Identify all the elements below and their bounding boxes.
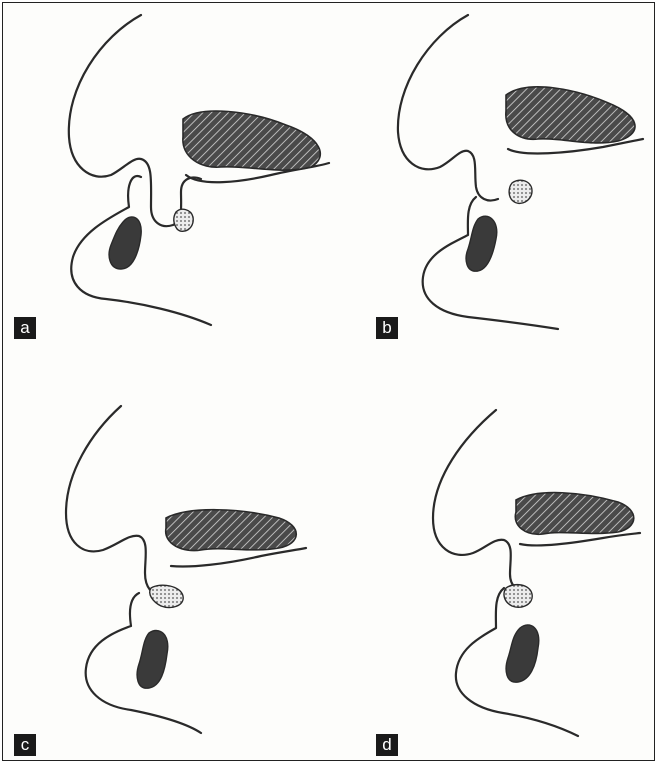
lower-lip-dark-region bbox=[506, 625, 539, 682]
tongue-hatched bbox=[515, 493, 633, 535]
lower-lip-dark-region bbox=[466, 216, 497, 271]
nose-and-face-outline bbox=[433, 410, 528, 591]
lower-lip-dark-region bbox=[109, 217, 141, 269]
lower-lip-and-chin-outline bbox=[71, 176, 211, 325]
upper-tooth-region bbox=[150, 585, 183, 607]
profile-drawing-a bbox=[11, 7, 331, 377]
panel-label-d: d bbox=[376, 734, 398, 756]
upper-tooth-region bbox=[509, 180, 532, 203]
profile-drawing-c bbox=[11, 388, 331, 758]
panel-a: a bbox=[11, 7, 331, 377]
panel-c: c bbox=[11, 388, 331, 758]
nose-and-face-outline bbox=[66, 406, 161, 594]
upper-tooth-region bbox=[504, 585, 532, 608]
lower-lip-dark-region bbox=[137, 631, 168, 689]
tongue-hatched bbox=[183, 111, 320, 170]
lower-lip-and-chin-outline bbox=[423, 197, 558, 329]
panel-label-c: c bbox=[14, 734, 36, 756]
panel-b: b bbox=[328, 7, 648, 377]
upper-tooth-region bbox=[174, 209, 193, 231]
panel-label-b: b bbox=[376, 317, 398, 339]
tongue-hatched bbox=[166, 510, 297, 551]
nose-and-face-outline bbox=[398, 15, 498, 201]
panel-d: d bbox=[328, 388, 648, 758]
profile-drawing-d bbox=[328, 388, 648, 758]
panel-label-a: a bbox=[14, 317, 36, 339]
nose-and-face-outline bbox=[69, 15, 201, 226]
tongue-hatched bbox=[506, 87, 635, 143]
